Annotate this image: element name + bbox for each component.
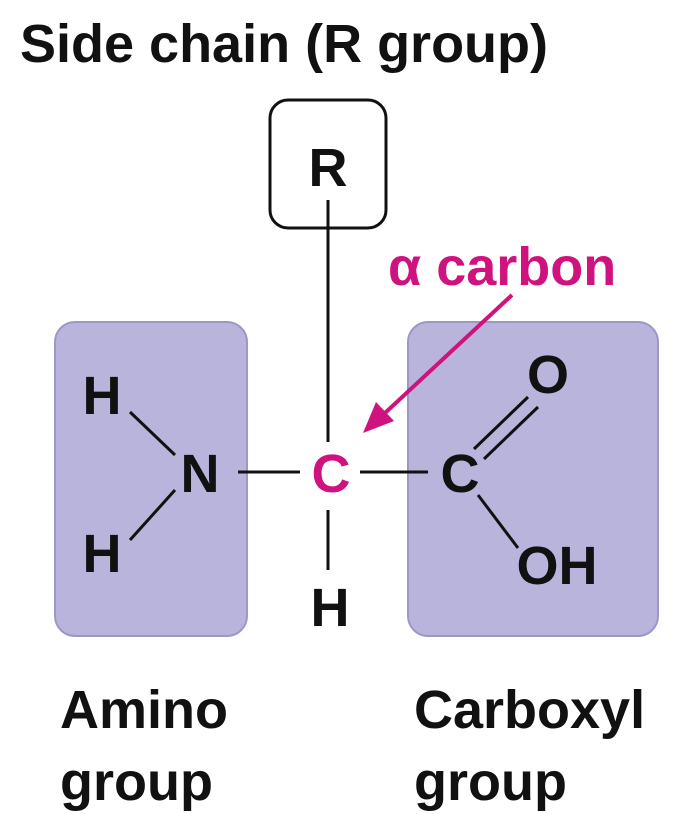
atom-carboxyl-c: C — [441, 444, 480, 504]
bond-c-o-2 — [482, 405, 540, 461]
carboxyl-group-box — [407, 321, 659, 637]
carboxyl-label-line1: Carboxyl — [414, 680, 645, 740]
diagram-title: Side chain (R group) — [20, 14, 548, 74]
atom-h-bottom: H — [83, 524, 122, 584]
atom-o: O — [527, 345, 569, 405]
atom-h-top: H — [83, 366, 122, 426]
alpha-carbon-label: α carbon — [388, 237, 616, 297]
atom-r: R — [309, 138, 348, 198]
bond-c-oh — [476, 494, 520, 549]
carboxyl-label-line2: group — [414, 752, 567, 812]
amino-label-line1: Amino — [60, 680, 228, 740]
bond-h-n-top — [128, 410, 177, 457]
amino-label-line2: group — [60, 752, 213, 812]
alpha-arrow-head — [363, 402, 394, 433]
atom-alpha-c: C — [312, 444, 351, 504]
amino-group-box — [54, 321, 248, 637]
bond-c-o-1 — [472, 395, 530, 451]
atom-n: N — [181, 444, 220, 504]
atom-oh: OH — [517, 536, 598, 596]
atom-h-alpha: H — [311, 578, 350, 638]
alpha-arrow-line — [383, 293, 514, 415]
bond-h-n-bottom — [128, 488, 177, 542]
bonds — [128, 200, 540, 570]
